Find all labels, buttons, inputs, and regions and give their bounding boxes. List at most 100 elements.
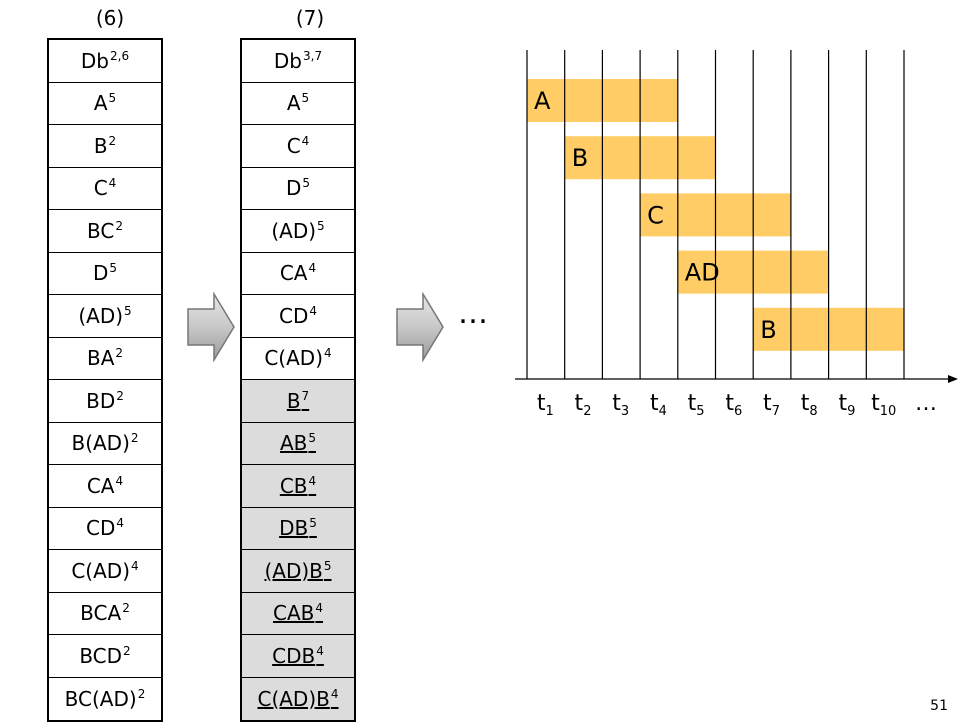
tick-label: t9 — [838, 391, 855, 419]
cell-text: C(AD)4 — [71, 559, 138, 583]
table-cell: Db3,7 — [242, 40, 354, 83]
table-cell: C4 — [49, 168, 161, 210]
table-cell: CAB4 — [242, 592, 354, 635]
cell-support: 5 — [301, 91, 310, 106]
cell-item: AB — [279, 431, 308, 456]
cell-text: B(AD)2 — [71, 431, 138, 455]
tick-label: t8 — [801, 391, 818, 419]
timeline-bar-label: A — [534, 87, 551, 115]
cell-item: C — [93, 176, 108, 201]
cell-item: C — [286, 133, 301, 158]
table-cell: CA4 — [242, 253, 354, 295]
cell-item: CA — [86, 473, 115, 498]
cell-text: BC(AD)2 — [65, 687, 146, 711]
cell-support: 5 — [109, 261, 118, 276]
axis-arrowhead — [948, 375, 958, 383]
table-cell: CD4 — [242, 295, 354, 338]
cell-item: (AD)B — [264, 558, 323, 583]
cell-item: Db — [273, 48, 302, 73]
cell-text: C(AD)B4 — [257, 687, 338, 711]
cell-support: 5 — [317, 218, 325, 233]
tick-label: t4 — [650, 391, 667, 419]
cell-item: D — [285, 176, 302, 201]
cell-support: 2 — [108, 133, 117, 148]
table-cell: CDB4 — [242, 635, 354, 678]
table-cell: DB5 — [242, 507, 354, 550]
cell-item: BCD — [79, 643, 123, 668]
cell-text: BA2 — [87, 346, 123, 370]
cell-text: BCD2 — [79, 644, 130, 668]
cell-text: (AD)B5 — [264, 559, 331, 583]
cell-text: BC2 — [87, 219, 123, 243]
cell-support: 2 — [137, 686, 146, 701]
cell-text: DB5 — [279, 516, 317, 540]
cell-text: C4 — [94, 176, 117, 200]
table-cell: Db2,6 — [49, 40, 161, 83]
cell-support: 4 — [308, 473, 317, 488]
cell-support: 4 — [330, 686, 339, 701]
cell-support: 4 — [301, 133, 310, 148]
ellipsis: … — [458, 296, 488, 331]
cell-item: B(AD) — [71, 431, 130, 456]
cell-support: 3,7 — [303, 48, 323, 63]
cell-item: (AD) — [271, 218, 317, 243]
table-cell: B2 — [49, 125, 161, 168]
table-cell: BC(AD)2 — [49, 678, 161, 721]
cell-text: D5 — [93, 261, 117, 285]
cell-text: CDB4 — [272, 644, 324, 668]
cell-support: 5 — [124, 303, 132, 318]
table-cell: CA4 — [49, 465, 161, 508]
tick-label: t6 — [725, 391, 742, 419]
cell-item: CD — [85, 516, 116, 541]
table6-label: (6) — [95, 6, 125, 30]
cell-item: CDB — [272, 643, 316, 668]
cell-text: AB5 — [280, 431, 316, 455]
table-cell: BA2 — [49, 338, 161, 380]
cell-text: BD2 — [86, 389, 124, 413]
cell-support: 2 — [115, 218, 123, 233]
cell-text: CD4 — [279, 304, 317, 328]
table-cell: AB5 — [242, 422, 354, 465]
cell-text: CB4 — [280, 474, 316, 498]
cell-support: 5 — [308, 431, 317, 446]
cell-text: Db3,7 — [274, 49, 322, 73]
table-cell: C4 — [242, 125, 354, 168]
tick-label: t1 — [537, 391, 554, 419]
table-cell: C(AD)4 — [242, 338, 354, 380]
cell-item: C(AD) — [264, 346, 323, 371]
cell-support: 5 — [323, 558, 332, 573]
cell-support: 4 — [308, 261, 317, 276]
cell-support: 5 — [302, 176, 311, 191]
cell-item: A — [286, 91, 301, 116]
cell-item: BA — [86, 346, 115, 371]
tick-label: t2 — [575, 391, 592, 419]
cell-text: CA4 — [87, 474, 123, 498]
arrow-right-icon — [396, 292, 444, 362]
timeline-bar-label: B — [572, 144, 588, 172]
cell-support: 4 — [324, 346, 332, 361]
cell-text: B2 — [94, 134, 116, 158]
cell-support: 4 — [115, 473, 124, 488]
cell-support: 2,6 — [110, 48, 130, 63]
cell-support: 7 — [301, 388, 310, 403]
table-cell: B7 — [242, 380, 354, 423]
cell-text: CD4 — [86, 516, 124, 540]
cell-item: CD — [278, 303, 309, 328]
cell-support: 2 — [115, 346, 124, 361]
cell-text: (AD)5 — [78, 304, 131, 328]
timeline-bar-label: C — [647, 201, 664, 229]
cell-support: 4 — [116, 516, 124, 531]
cell-text: A5 — [94, 91, 116, 115]
cell-item: DB — [279, 516, 309, 541]
table-cell: B(AD)2 — [49, 423, 161, 465]
table-cell: BCA2 — [49, 593, 161, 635]
cell-text: C4 — [287, 134, 310, 158]
cell-support: 4 — [315, 601, 323, 616]
table-cell: BD2 — [49, 380, 161, 423]
cell-item: B — [93, 133, 108, 158]
cell-item: CA — [279, 261, 308, 286]
timeline-bar-label: AD — [685, 259, 720, 287]
